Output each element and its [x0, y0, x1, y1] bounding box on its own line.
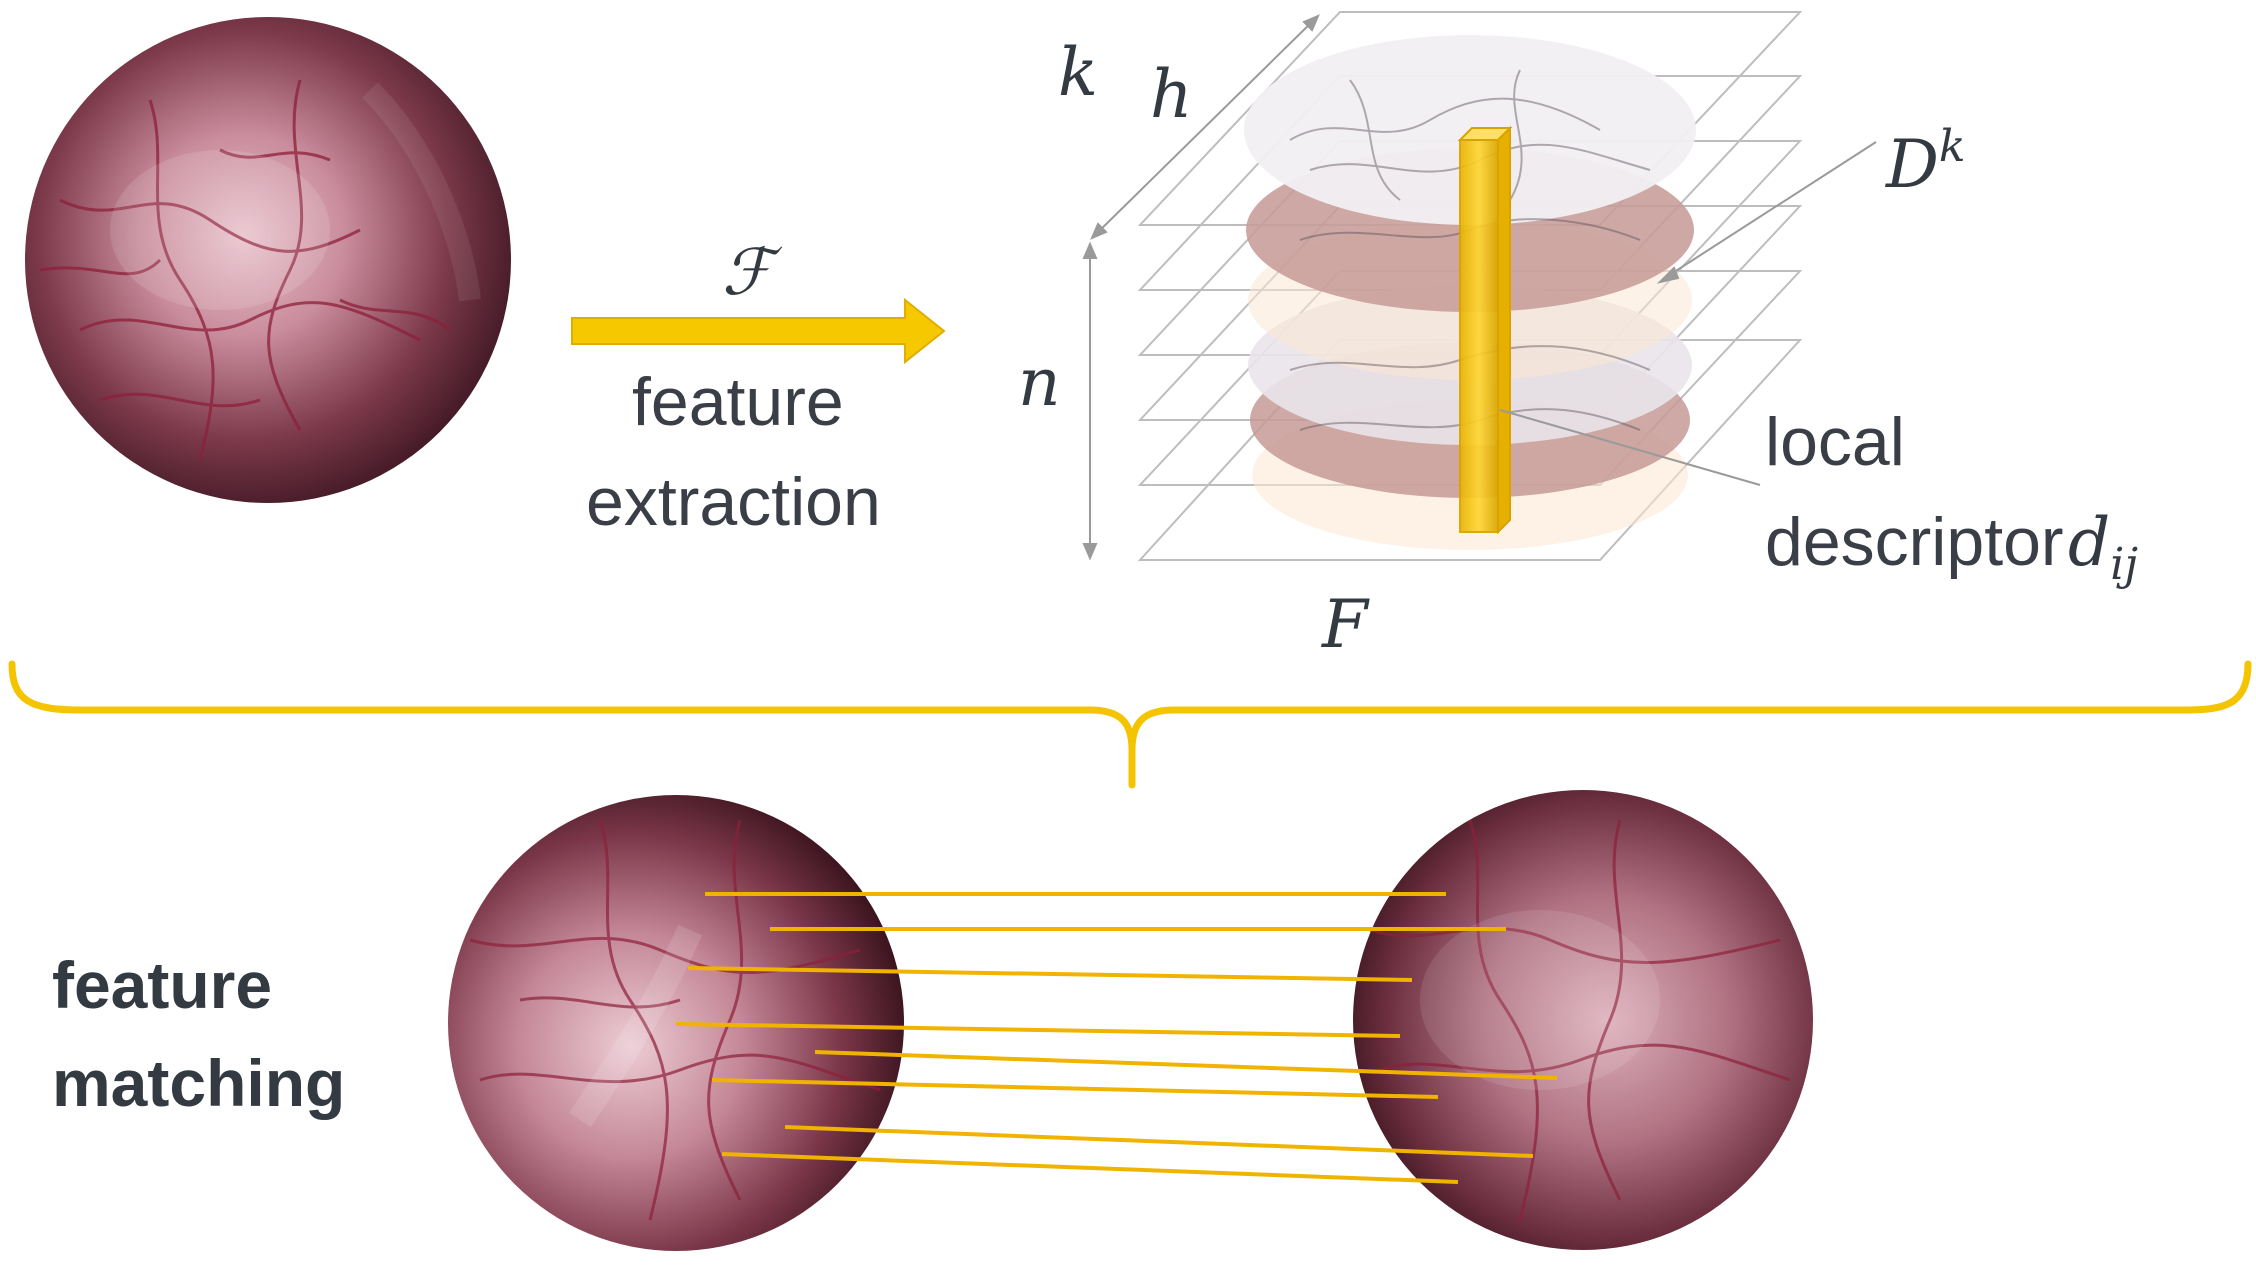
dimension-arrows — [1082, 14, 1320, 561]
descriptor-stack-superscript: k — [1938, 121, 1966, 172]
descriptor-stack-base: D — [1886, 126, 1939, 203]
local-descriptor-var-base: d — [2068, 504, 2111, 581]
vessel-pattern-icon — [39, 79, 451, 461]
local-descriptor-line1: local — [1765, 404, 1905, 480]
arrow-label-line2: extraction — [586, 464, 881, 540]
curly-brace-icon — [8, 660, 2252, 789]
local-descriptor-line2: descriptor — [1765, 504, 2064, 580]
match-line-5 — [814, 1050, 1558, 1080]
match-line-7 — [784, 1125, 1534, 1158]
leader-lines — [1499, 141, 1877, 486]
vessel-pattern-icon — [1369, 819, 1791, 1221]
dim-k-label: k — [1058, 34, 1098, 111]
feature-map-stack-icon — [1082, 11, 1877, 561]
match-line-6 — [711, 1078, 1439, 1099]
local-descriptor-var-subscript: ij — [2110, 539, 2138, 590]
match-line-4 — [675, 1022, 1401, 1038]
feature-extractor-symbol: ℱ — [722, 236, 773, 310]
input-endoscopic-image — [25, 17, 511, 503]
matching-label-line2: matching — [52, 1046, 346, 1120]
matching-label-line1: feature — [52, 948, 273, 1022]
descriptor-stack-label: Dk — [1886, 125, 1966, 198]
matching-image-right — [1353, 790, 1813, 1250]
local-descriptor-bar — [1457, 125, 1513, 535]
dim-n-label: n — [1018, 344, 1061, 421]
feature-extraction-arrow-icon — [571, 297, 946, 365]
dim-F-label: F — [1322, 586, 1368, 663]
local-descriptor-line2-wrap: descriptor dij — [1765, 508, 2138, 587]
local-descriptor-var: dij — [2068, 504, 2138, 587]
match-line-8 — [721, 1152, 1459, 1184]
arrow-label-line1: feature — [632, 364, 844, 440]
match-line-3 — [687, 966, 1413, 982]
match-lines-icon — [675, 892, 1558, 1184]
matching-image-left — [448, 795, 904, 1251]
dim-h-label: h — [1150, 56, 1193, 133]
